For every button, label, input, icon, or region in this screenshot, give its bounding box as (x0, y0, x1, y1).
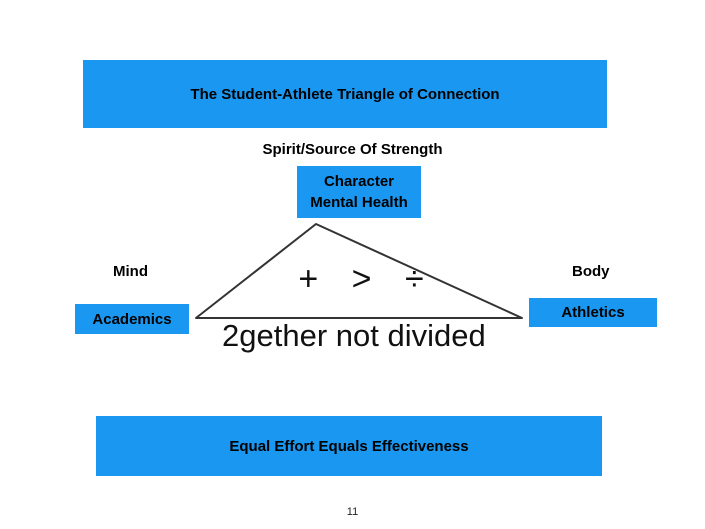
athletics-box: Athletics (529, 298, 657, 327)
footer-banner: Equal Effort Equals Effectiveness (96, 416, 602, 476)
together-label: 2gether not divided (222, 318, 486, 353)
body-label: Body (572, 263, 610, 280)
plus-symbol: + (298, 260, 319, 298)
symbols-row: + > ÷ (196, 260, 526, 299)
academics-box: Academics (75, 304, 189, 334)
character-line-2: Mental Health (310, 194, 408, 211)
page-number: 11 (346, 506, 359, 518)
character-line-1: Character (323, 173, 395, 190)
title-banner: The Student-Athlete Triangle of Connecti… (83, 60, 607, 128)
triangle-outline (195, 223, 523, 319)
athletics-text: Athletics (561, 304, 625, 321)
greater-than-symbol: > (351, 260, 372, 298)
mind-label: Mind (113, 263, 148, 280)
divide-symbol: ÷ (404, 260, 424, 298)
triangle (195, 223, 523, 319)
academics-text: Academics (92, 310, 172, 328)
spirit-label: Spirit/Source Of Strength (262, 141, 443, 158)
character-box: Character Mental Health (297, 166, 421, 218)
footer-text: Equal Effort Equals Effectiveness (229, 437, 469, 455)
title-text: The Student-Athlete Triangle of Connecti… (190, 85, 500, 103)
